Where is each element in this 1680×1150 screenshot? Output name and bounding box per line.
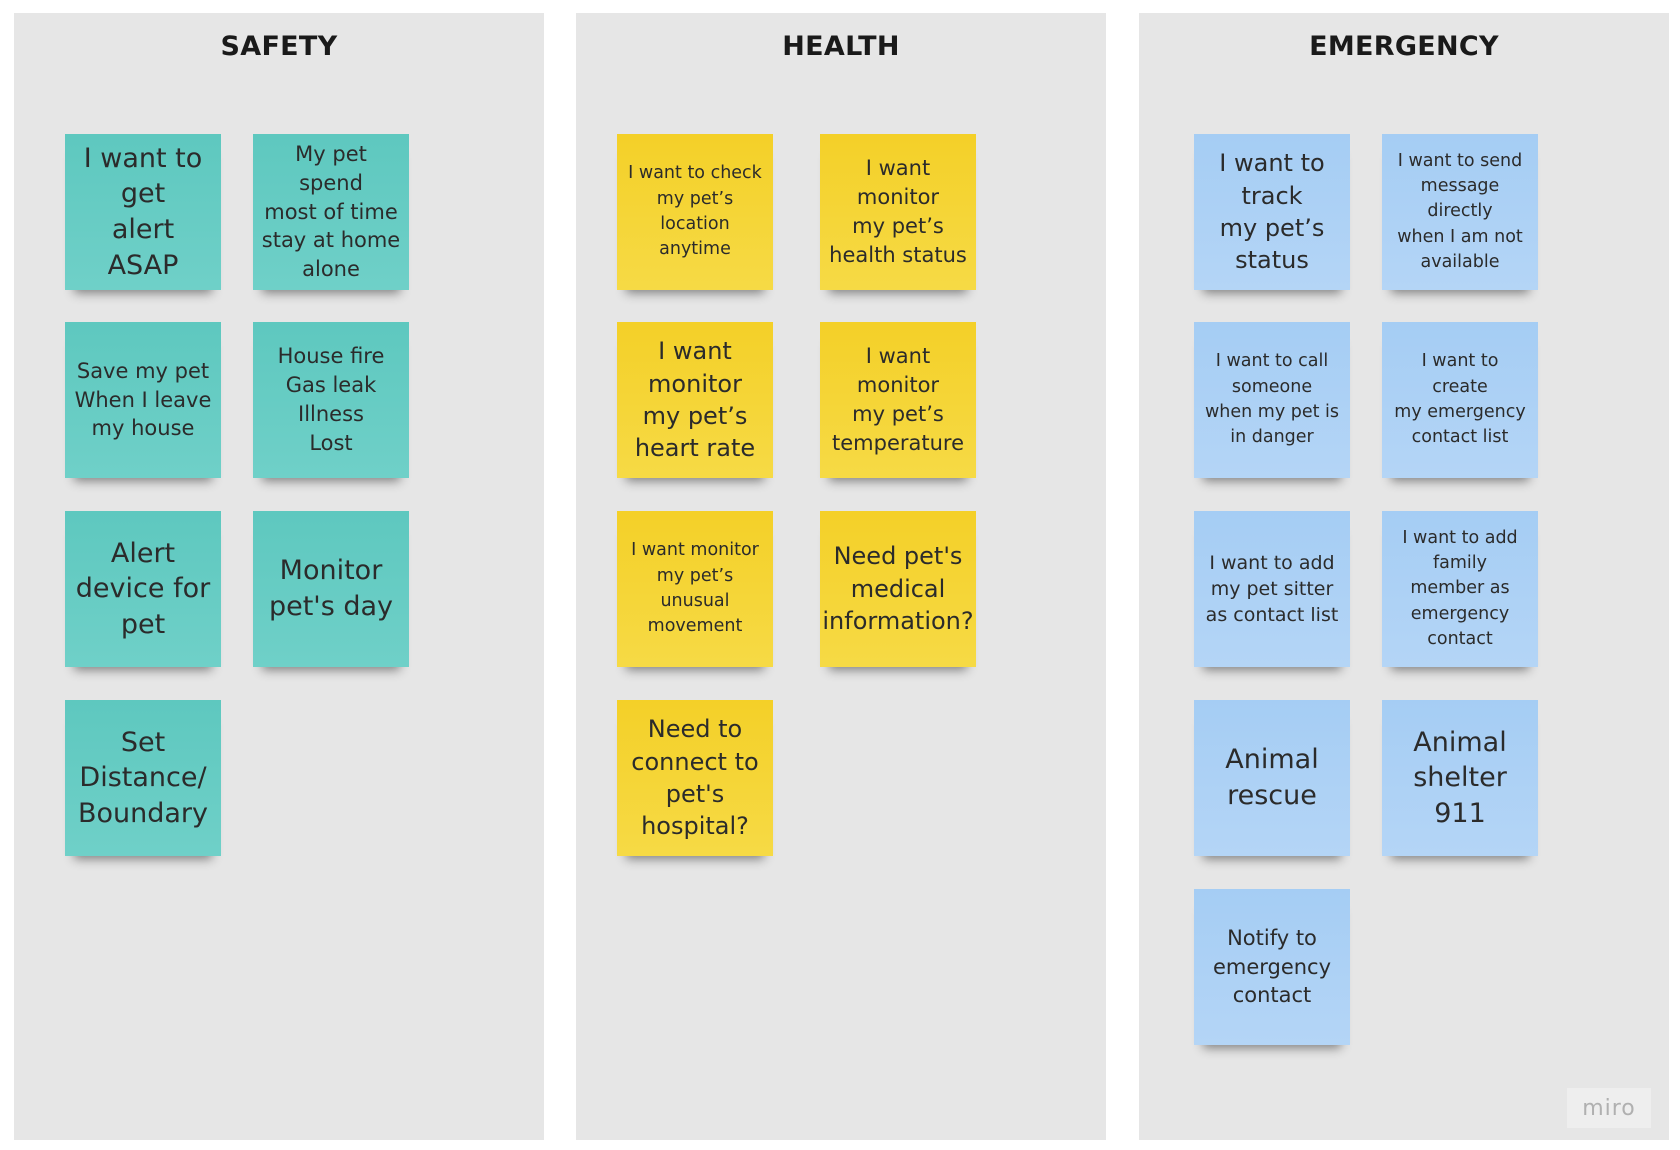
sticky-note[interactable]: I want monitor my pet’s unusual movement xyxy=(617,511,773,667)
sticky-note[interactable]: My pet spend most of time stay at home a… xyxy=(253,134,409,290)
sticky-note[interactable]: Alert device for pet xyxy=(65,511,221,667)
sticky-note[interactable]: I want to add my pet sitter as contact l… xyxy=(1194,511,1350,667)
sticky-note[interactable]: I want monitor my pet’s temperature xyxy=(820,322,976,478)
sticky-note[interactable]: Save my pet When I leave my house xyxy=(65,322,221,478)
sticky-note[interactable]: I want monitor my pet’s heart rate xyxy=(617,322,773,478)
sticky-note[interactable]: I want monitor my pet’s health status xyxy=(820,134,976,290)
sticky-note[interactable]: I want to add family member as emergency… xyxy=(1382,511,1538,667)
column-title-health: HEALTH xyxy=(782,31,900,62)
sticky-note[interactable]: I want to create my emergency contact li… xyxy=(1382,322,1538,478)
sticky-note[interactable]: Animal shelter 911 xyxy=(1382,700,1538,856)
sticky-note[interactable]: House fire Gas leak Illness Lost xyxy=(253,322,409,478)
column-safety: SAFETY I want to get alert ASAP My pet s… xyxy=(14,13,544,1140)
miro-logo: miro xyxy=(1567,1088,1651,1128)
sticky-note[interactable]: I want to call someone when my pet is in… xyxy=(1194,322,1350,478)
sticky-note[interactable]: I want to check my pet’s location anytim… xyxy=(617,134,773,290)
column-title-emergency: EMERGENCY xyxy=(1309,31,1499,62)
column-emergency: EMERGENCY I want to track my pet’s statu… xyxy=(1139,13,1669,1140)
column-health: HEALTH I want to check my pet’s location… xyxy=(576,13,1106,1140)
sticky-note[interactable]: Animal rescue xyxy=(1194,700,1350,856)
column-title-safety: SAFETY xyxy=(220,31,338,62)
sticky-note[interactable]: I want to send message directly when I a… xyxy=(1382,134,1538,290)
sticky-note[interactable]: Need to connect to pet's hospital? xyxy=(617,700,773,856)
sticky-note[interactable]: I want to get alert ASAP xyxy=(65,134,221,290)
sticky-note[interactable]: Notify to emergency contact xyxy=(1194,889,1350,1045)
sticky-note[interactable]: I want to track my pet’s status xyxy=(1194,134,1350,290)
sticky-note[interactable]: Monitor pet's day xyxy=(253,511,409,667)
sticky-note[interactable]: Set Distance/ Boundary xyxy=(65,700,221,856)
sticky-note[interactable]: Need pet's medical information? xyxy=(820,511,976,667)
